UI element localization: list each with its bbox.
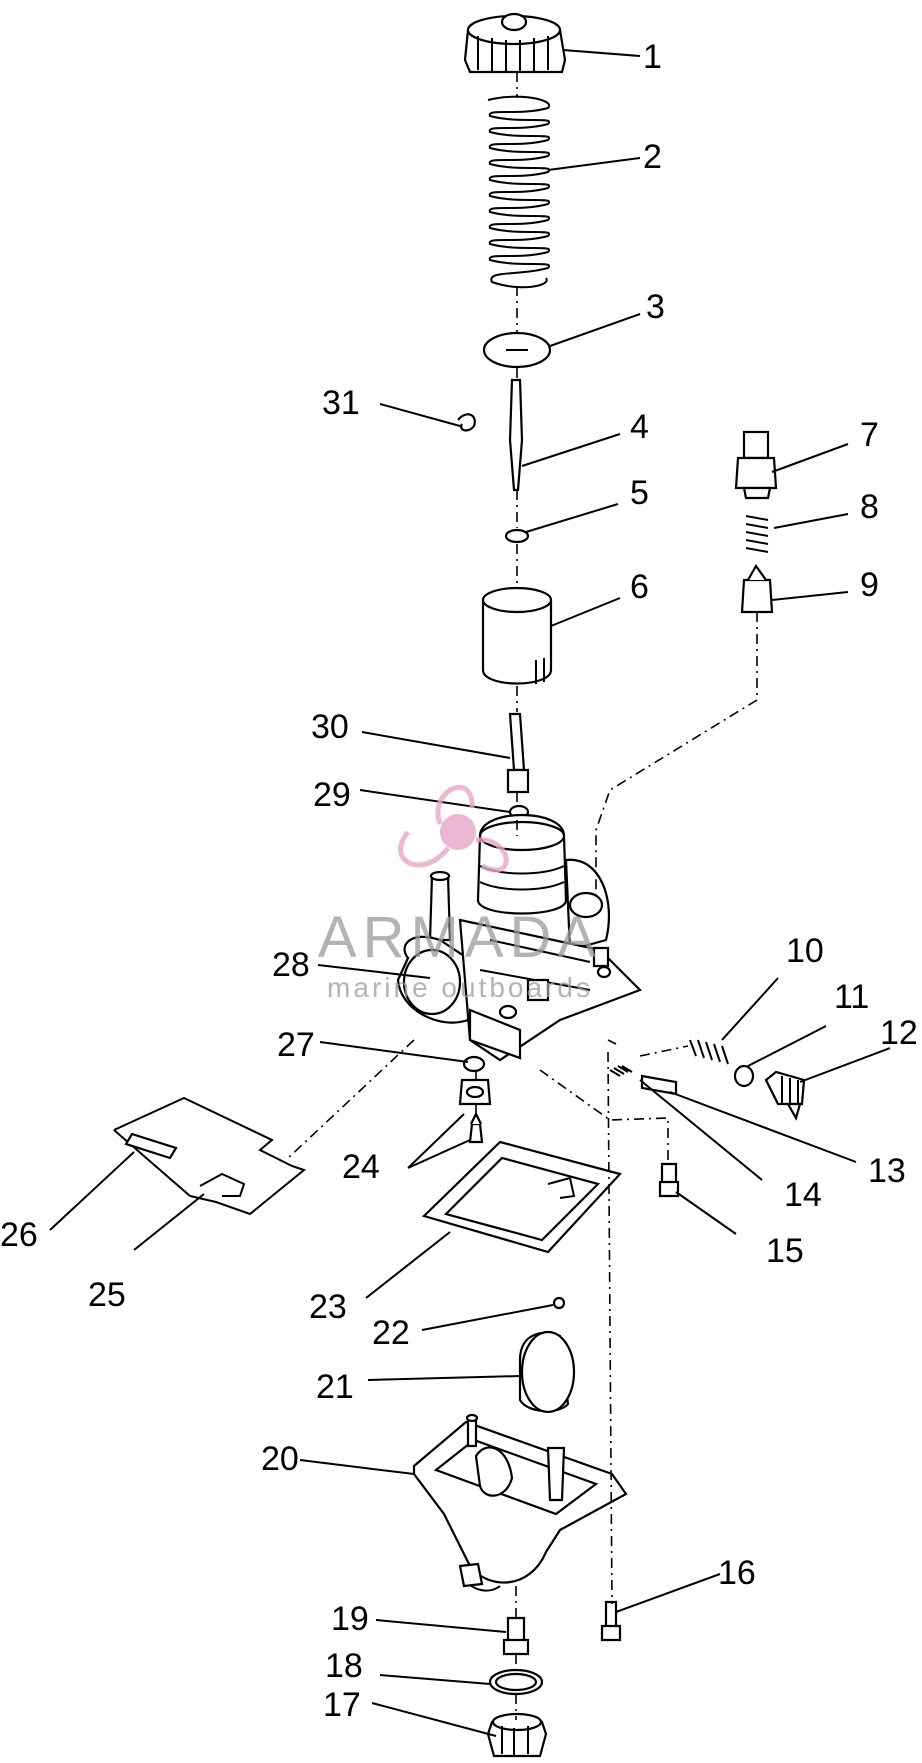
watermark-title: ARMADA	[318, 905, 602, 970]
callout-8: 8	[860, 488, 879, 526]
callout-6: 6	[630, 568, 649, 606]
callout-16: 16	[718, 1554, 756, 1592]
callout-21: 21	[316, 1368, 354, 1406]
callout-30: 30	[311, 708, 349, 746]
part-main-jet-holder	[462, 1055, 486, 1073]
callout-9: 9	[860, 566, 879, 604]
part-float-gauge	[113, 1096, 307, 1216]
callout-3: 3	[646, 288, 665, 326]
part-top-cap	[463, 12, 567, 74]
part-needle-washer	[504, 528, 530, 544]
callout-26: 26	[0, 1216, 38, 1254]
part-drain-plug	[486, 1712, 548, 1758]
part-float-bowl	[412, 1413, 628, 1592]
callout-19: 19	[331, 1600, 369, 1638]
callout-labels: 1 2 3 4 5 6 7 8 9 10 11 12 13 14 15 16 1…	[0, 38, 918, 1724]
callout-7: 7	[860, 416, 879, 454]
callout-31: 31	[322, 384, 360, 422]
part-float-pin-ball	[552, 1296, 566, 1310]
part-idle-screw-group	[689, 1039, 806, 1121]
callout-11: 11	[834, 978, 869, 1016]
part-drain-plug-oring	[488, 1668, 544, 1696]
part-drain-screw	[658, 1162, 680, 1198]
part-throttle-slide	[481, 586, 553, 685]
part-bowl-screw	[600, 1600, 622, 1642]
callout-28: 28	[272, 946, 310, 984]
callout-17: 17	[323, 1686, 361, 1724]
callout-14: 14	[784, 1176, 822, 1214]
part-choke-plunger-group	[734, 430, 778, 614]
callout-4: 4	[630, 408, 649, 446]
callout-29: 29	[313, 776, 351, 814]
part-throttle-spring	[487, 95, 551, 289]
callout-20: 20	[261, 1440, 299, 1478]
part-spring-seat	[482, 331, 552, 369]
callout-10: 10	[786, 932, 824, 970]
callout-24: 24	[342, 1148, 380, 1186]
part-needle-clip	[457, 413, 476, 432]
callout-18: 18	[325, 1647, 363, 1685]
callout-25: 25	[88, 1276, 126, 1314]
callout-12: 12	[880, 1014, 918, 1052]
part-float-bowl-gasket	[421, 1140, 623, 1254]
propeller-icon	[398, 785, 509, 873]
leader-lines	[49, 49, 891, 1737]
part-jet-needle	[508, 378, 524, 492]
callout-2: 2	[643, 138, 662, 176]
watermark-logo: ARMADA marine outboards	[318, 785, 602, 1003]
callout-15: 15	[766, 1232, 804, 1270]
part-carburetor-body	[396, 813, 642, 1062]
callout-13: 13	[868, 1152, 906, 1190]
assembly-lines	[285, 72, 758, 1720]
callout-27: 27	[277, 1026, 315, 1064]
part-float	[518, 1330, 576, 1414]
callout-1: 1	[643, 38, 662, 76]
watermark-subtitle: marine outboards	[327, 972, 593, 1003]
callout-22: 22	[372, 1314, 410, 1352]
part-needle-jet	[506, 712, 530, 794]
callout-5: 5	[630, 474, 649, 512]
callout-23: 23	[309, 1288, 347, 1326]
part-main-jet	[502, 1616, 530, 1656]
part-float-valve	[458, 1078, 492, 1144]
part-air-screw	[609, 1065, 678, 1096]
